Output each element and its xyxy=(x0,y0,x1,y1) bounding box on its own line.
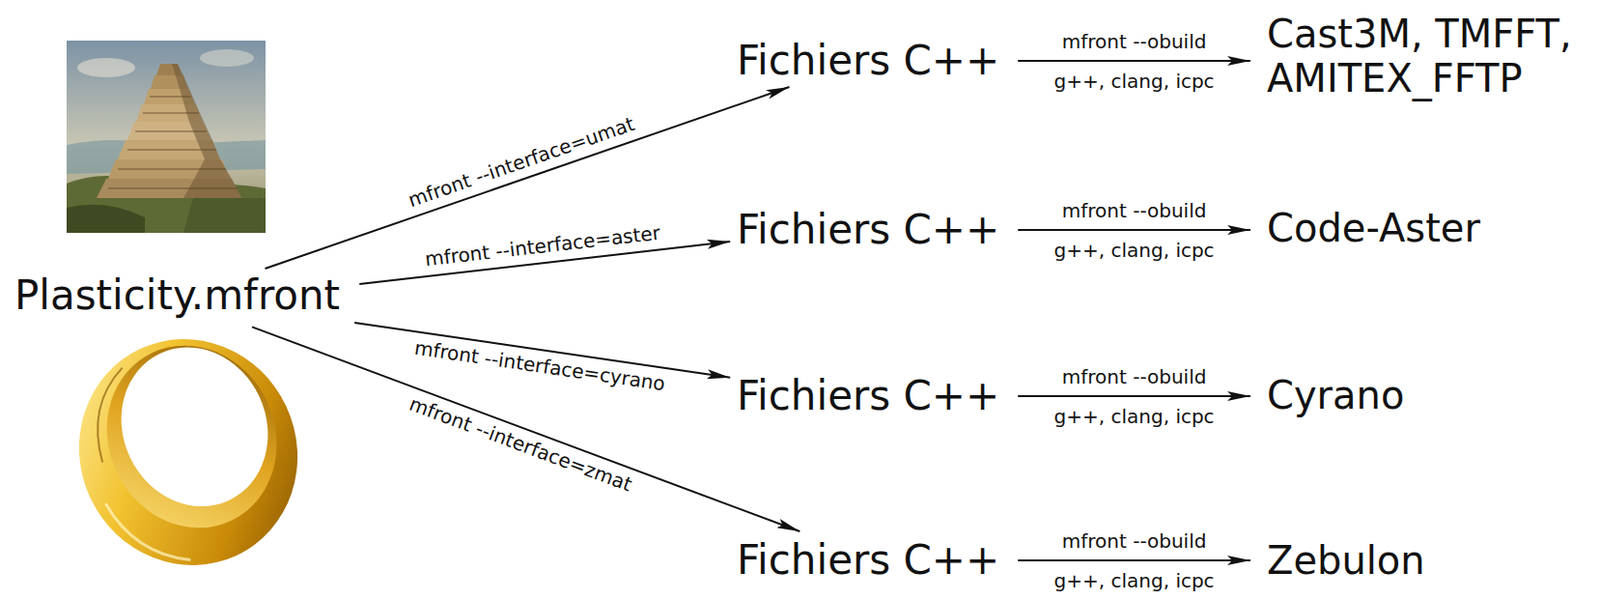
text-node: Code-Aster xyxy=(1266,205,1481,251)
babel-painting xyxy=(66,40,266,233)
node-text: Fichiers C++ xyxy=(736,372,1000,420)
edge-label: mfront --obuild xyxy=(1062,198,1208,222)
text-node: Fichiers C++ xyxy=(736,37,1000,85)
edge-label: mfront --obuild xyxy=(1062,364,1208,388)
edge-label: mfront --interface=umat xyxy=(405,112,638,212)
text-node: Fichiers C++ xyxy=(736,206,1000,253)
text-node: Zebulon xyxy=(1266,537,1426,583)
node-text: Fichiers C++ xyxy=(736,206,1000,253)
edge-label: mfront --obuild xyxy=(1062,29,1208,53)
compiler-label: g++, clang, icpc xyxy=(1054,568,1215,591)
text-node: Cast3M, TMFFT, AMITEX_FFTP xyxy=(1266,11,1595,101)
node-text: Cyrano xyxy=(1266,372,1404,418)
node-text: Fichiers C++ xyxy=(736,536,1000,584)
text-node: Fichiers C++ xyxy=(736,536,1000,584)
arrow-connector xyxy=(1017,559,1251,562)
edge-label: mfront --interface=zmat xyxy=(405,392,635,497)
node-text: Fichiers C++ xyxy=(736,37,1000,85)
node-text: Zebulon xyxy=(1266,537,1426,583)
arrow-connector xyxy=(1017,59,1251,62)
compiler-label: g++, clang, icpc xyxy=(1054,69,1215,92)
text-node: Plasticity.mfront xyxy=(14,272,340,319)
text-node: Cyrano xyxy=(1266,372,1404,418)
node-text: Plasticity.mfront xyxy=(14,272,340,319)
edge-label: mfront --interface=cyrano xyxy=(413,336,668,396)
node-text: Code-Aster xyxy=(1266,205,1481,251)
text-node: Fichiers C++ xyxy=(736,372,1000,420)
arrow-connector xyxy=(1017,228,1251,231)
one-ring xyxy=(42,303,336,600)
node-text: Cast3M, TMFFT, AMITEX_FFTP xyxy=(1266,11,1595,101)
edge-label: mfront --obuild xyxy=(1062,529,1208,552)
arrow-connector xyxy=(252,326,800,532)
compiler-label: g++, clang, icpc xyxy=(1054,404,1215,427)
arrow-connector xyxy=(1017,394,1251,397)
compiler-label: g++, clang, icpc xyxy=(1054,238,1215,261)
